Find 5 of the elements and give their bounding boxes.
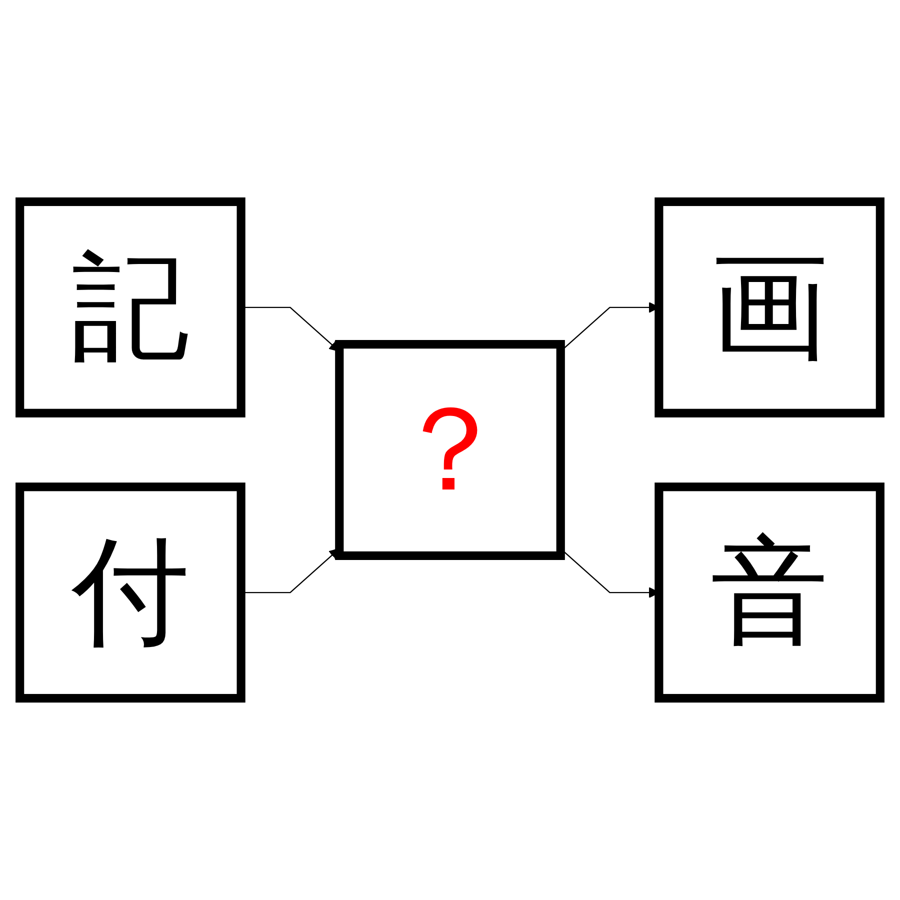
node-box: 記 <box>16 197 246 418</box>
node-box: ？ <box>335 340 565 560</box>
node-box: 音 <box>654 482 884 703</box>
node-box: 付 <box>16 482 246 703</box>
node-box: 画 <box>654 197 884 418</box>
